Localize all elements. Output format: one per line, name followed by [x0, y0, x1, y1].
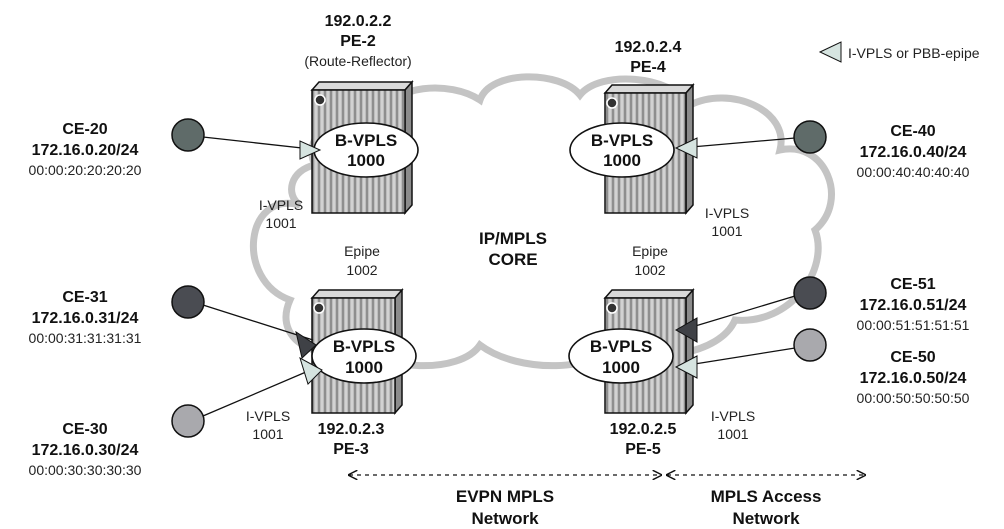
pe3-bvpls-ellipse — [311, 328, 417, 384]
pe3-ivpls-line2: 1001 — [252, 426, 283, 442]
evpn-network-line1: EVPN MPLS — [456, 487, 554, 506]
pe5-bvpls-line2: 1000 — [602, 358, 640, 377]
pe3-bvpls-line1: B-VPLS — [333, 337, 395, 356]
ce20-name: CE-20 — [62, 121, 107, 138]
ce50-ip: 172.16.0.50/24 — [860, 370, 967, 387]
ce51-mac: 00:00:51:51:51:51 — [857, 317, 970, 333]
pe3-ivpls-line1: I-VPLS — [246, 408, 290, 424]
ce40-ip: 172.16.0.40/24 — [860, 144, 967, 161]
ce20-ip: 172.16.0.20/24 — [32, 142, 139, 159]
pe2-ivpls-triangle — [299, 140, 322, 160]
access-network-line2: Network — [732, 509, 800, 528]
pe2-ip: 192.0.2.2 — [325, 13, 392, 30]
pe5-name: PE-5 — [625, 441, 661, 458]
ce40-name: CE-40 — [890, 123, 935, 140]
ce20-mac: 00:00:20:20:20:20 — [29, 162, 142, 178]
pe2-name: PE-2 — [340, 33, 376, 50]
pe5-epipe-line1: Epipe — [632, 243, 668, 259]
pe3-epipe-line1: Epipe — [344, 243, 380, 259]
ce30-name: CE-30 — [62, 421, 107, 438]
ce51-ip: 172.16.0.51/24 — [860, 297, 967, 314]
pe4-ivpls-line2: 1001 — [711, 223, 742, 239]
pe4-ip: 192.0.2.4 — [615, 39, 682, 56]
pe4-ivpls-triangle — [674, 137, 698, 159]
pe3-epipe-triangle — [295, 330, 317, 359]
pe5-ivpls-line2: 1001 — [717, 426, 748, 442]
pe3-ivpls-triangle — [299, 356, 323, 385]
ce31-node — [171, 285, 205, 319]
ce30-ip: 172.16.0.30/24 — [32, 442, 139, 459]
ce51-name: CE-51 — [890, 276, 935, 293]
link-ce31-pe3 — [202, 304, 314, 341]
pe2-role: (Route-Reflector) — [304, 53, 411, 69]
ce50-name: CE-50 — [890, 349, 935, 366]
ce31-name: CE-31 — [62, 289, 107, 306]
ce40-node — [793, 120, 827, 154]
pe4-ivpls-line1: I-VPLS — [705, 205, 749, 221]
pe5-epipe-triangle — [674, 317, 698, 343]
link-ce50-pe5 — [681, 347, 796, 367]
pe5-epipe-line2: 1002 — [634, 262, 665, 278]
pe4-name: PE-4 — [630, 59, 666, 76]
core-label-line1: IP/MPLS — [479, 229, 547, 248]
pe5-ivpls-triangle — [674, 355, 698, 379]
pe4-bvpls-line2: 1000 — [603, 151, 641, 170]
ce20-node — [171, 118, 205, 152]
pe2-ivpls-line2: 1001 — [265, 215, 296, 231]
pe3-ip: 192.0.2.3 — [318, 421, 385, 438]
pe2-bvpls-line2: 1000 — [347, 151, 385, 170]
pe5-ip: 192.0.2.5 — [610, 421, 677, 438]
core-label-line2: CORE — [488, 250, 537, 269]
pe5-bvpls-line1: B-VPLS — [590, 337, 652, 356]
pe4-bvpls-line1: B-VPLS — [591, 131, 653, 150]
link-ce30-pe3 — [202, 365, 321, 417]
pe3-name: PE-3 — [333, 441, 369, 458]
legend-triangle-icon — [818, 41, 842, 63]
pe2-ivpls-line1: I-VPLS — [259, 197, 303, 213]
ce31-ip: 172.16.0.31/24 — [32, 310, 139, 327]
pe3-bvpls-line2: 1000 — [345, 358, 383, 377]
ce31-mac: 00:00:31:31:31:31 — [29, 330, 142, 346]
pe3-epipe-line2: 1002 — [346, 262, 377, 278]
link-ce40-pe4 — [679, 137, 796, 149]
ce30-mac: 00:00:30:30:30:30 — [29, 462, 142, 478]
legend-label: I-VPLS or PBB-epipe — [848, 45, 980, 61]
pe5-ivpls-line1: I-VPLS — [711, 408, 755, 424]
pe2-bvpls-line1: B-VPLS — [335, 131, 397, 150]
ce30-node — [171, 404, 205, 438]
ce40-mac: 00:00:40:40:40:40 — [857, 164, 970, 180]
link-ce51-pe5 — [681, 295, 796, 331]
evpn-network-line2: Network — [471, 509, 539, 528]
pe5-bvpls-ellipse — [568, 328, 674, 384]
ce50-node — [793, 328, 827, 362]
ce51-node — [793, 276, 827, 310]
pe4-bvpls-ellipse — [569, 122, 675, 178]
access-network-line1: MPLS Access — [711, 487, 822, 506]
ce50-mac: 00:00:50:50:50:50 — [857, 390, 970, 406]
